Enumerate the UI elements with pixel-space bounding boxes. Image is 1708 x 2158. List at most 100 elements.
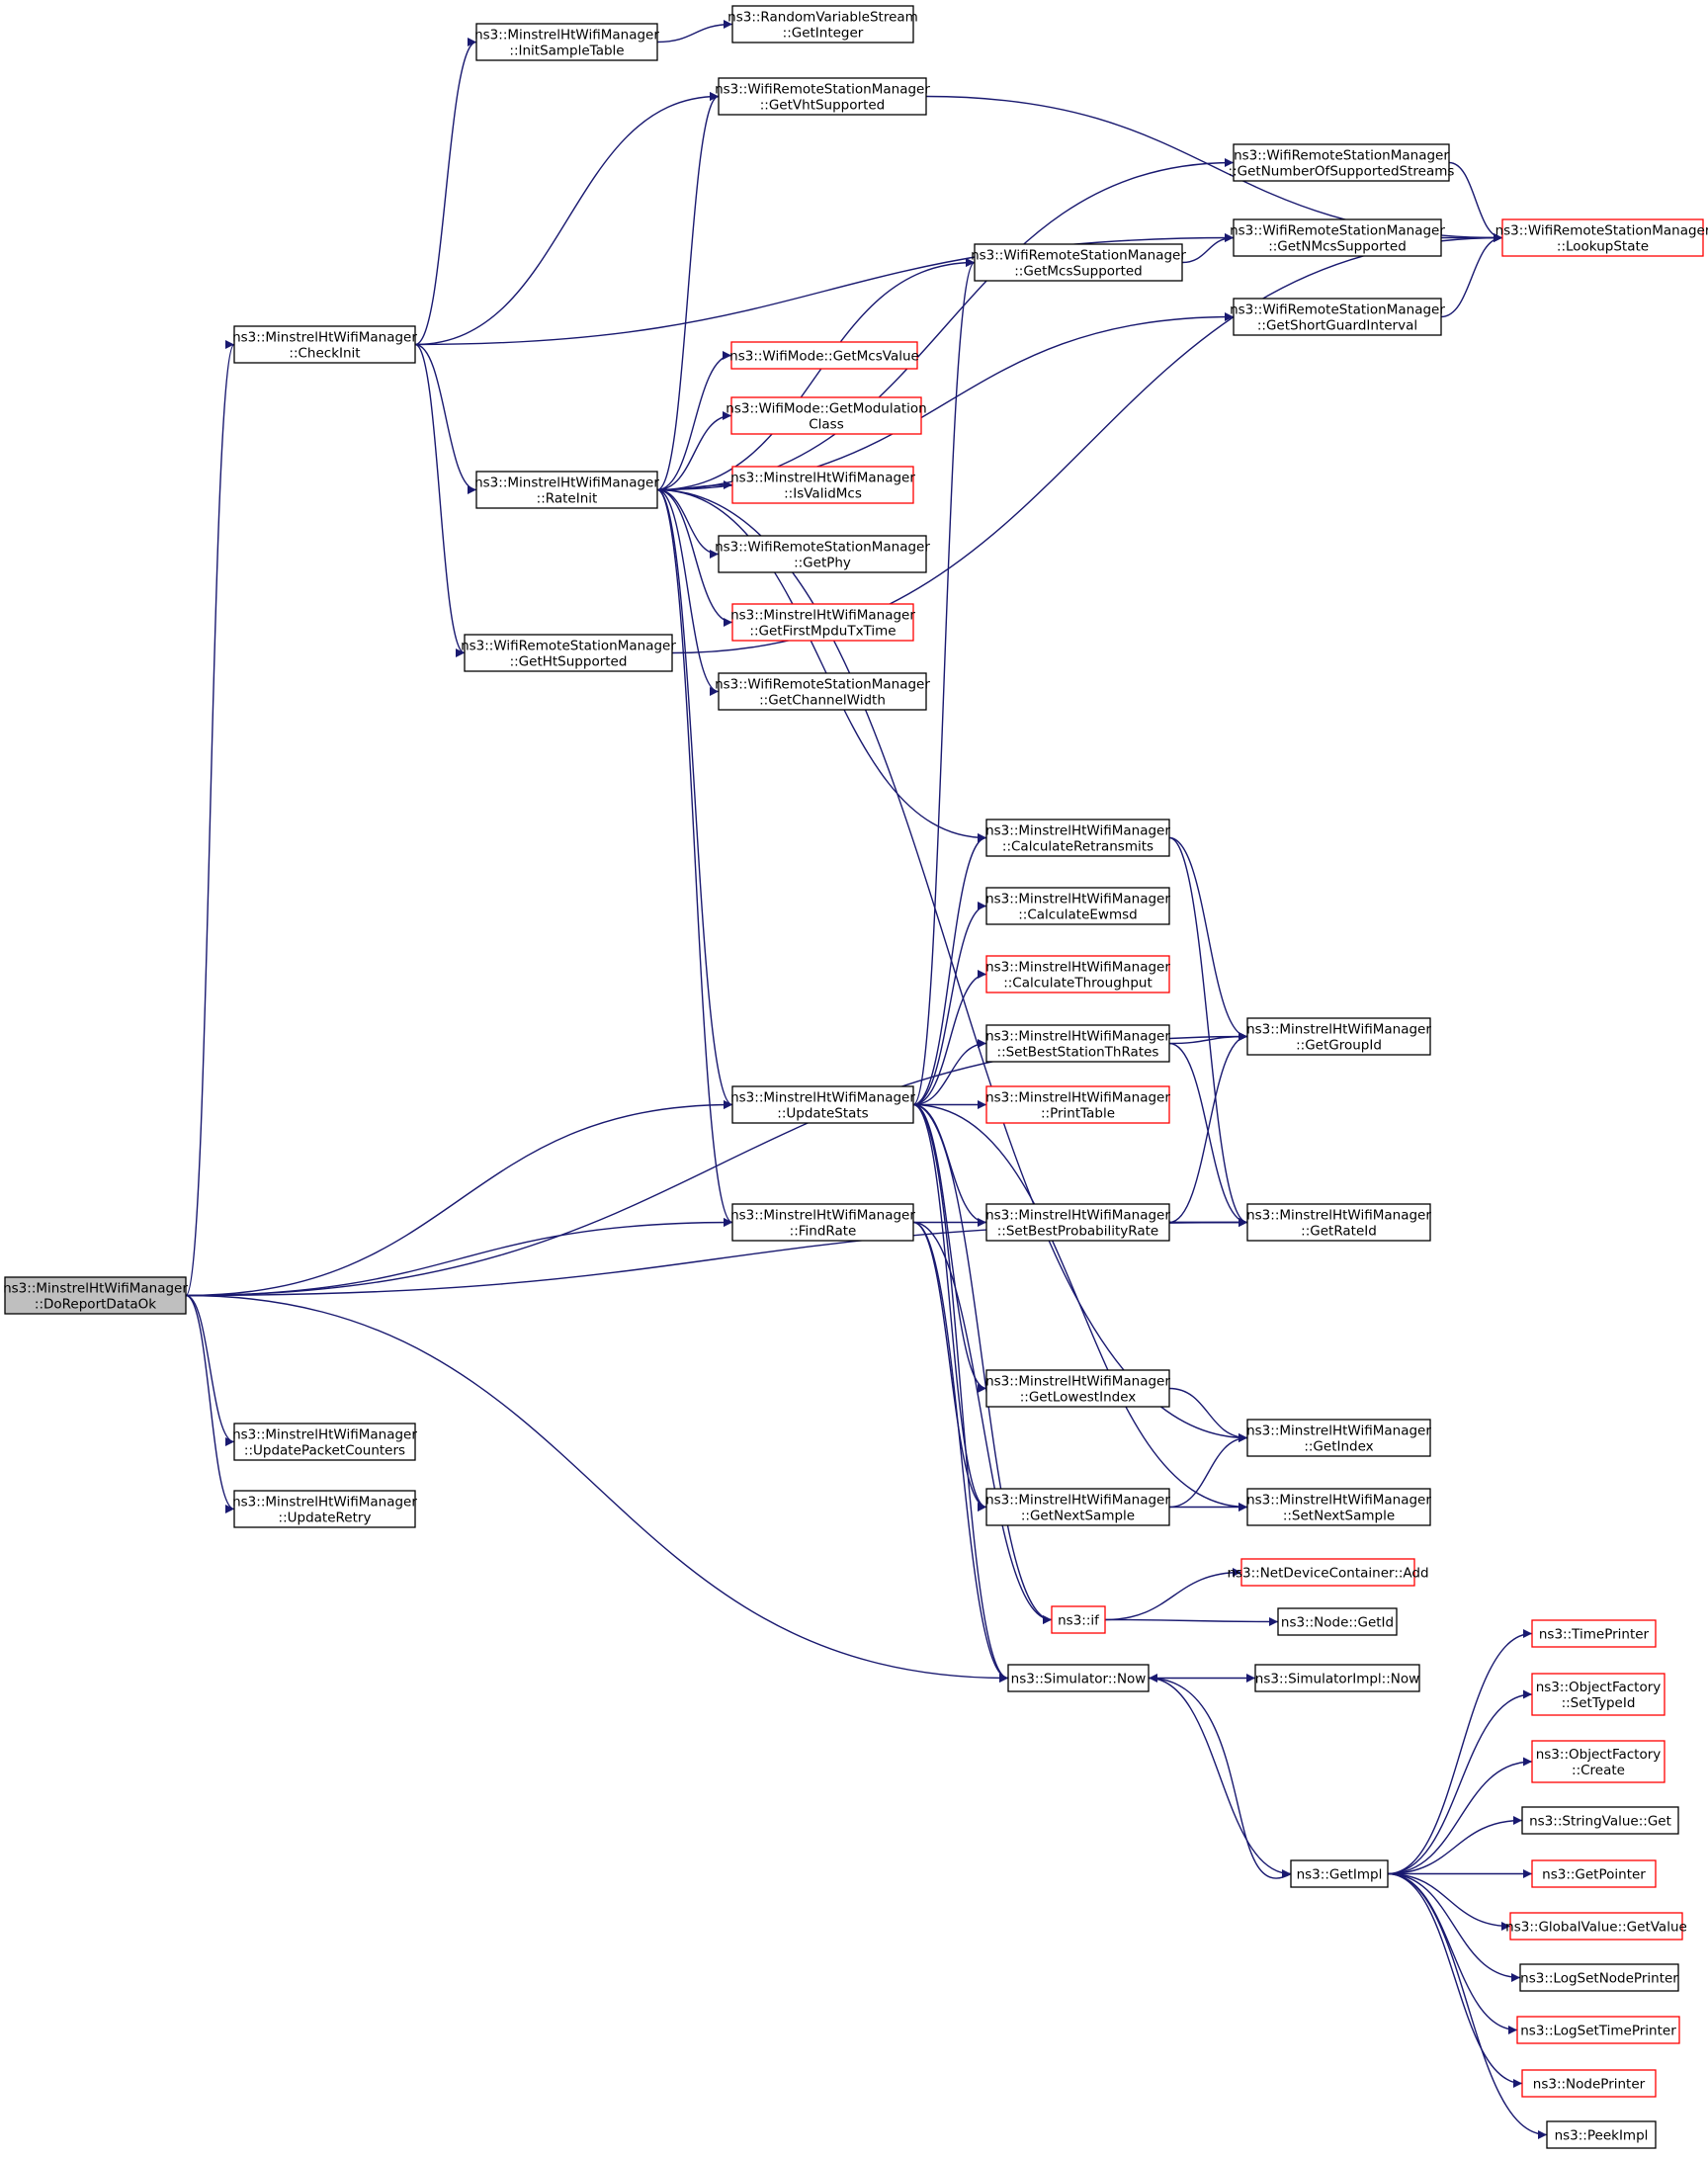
node-peek-impl[interactable]: ns3::PeekImpl (1546, 2120, 1657, 2149)
node-box (718, 672, 927, 711)
node-box (730, 396, 922, 435)
node-box (731, 466, 914, 504)
node-global-value-get-value[interactable]: ns3::GlobalValue::GetValue (1505, 1912, 1687, 1941)
node-find-rate[interactable]: ns3::MinstrelHtWifiManager::FindRate (730, 1203, 915, 1242)
node-get-rate-id[interactable]: ns3::MinstrelHtWifiManager::GetRateId (1246, 1203, 1431, 1242)
node-lookup-state[interactable]: ns3::WifiRemoteStationManager::LookupSta… (1495, 218, 1708, 257)
node-label: ns3::WifiMode::GetMcsValue (729, 349, 919, 365)
node-get-mcs-value[interactable]: ns3::WifiMode::GetMcsValue (729, 341, 919, 370)
node-get-impl[interactable]: ns3::GetImpl (1290, 1859, 1389, 1888)
node-calculate-retransmits[interactable]: ns3::MinstrelHtWifiManager::CalculateRet… (985, 819, 1170, 857)
node-time-printer[interactable]: ns3::TimePrinter (1531, 1619, 1657, 1648)
node-box (1531, 1740, 1665, 1783)
node-ndcadd[interactable]: ns3::NetDeviceContainer::Add (1227, 1558, 1429, 1587)
node-label: ns3::MinstrelHtWifiManager (474, 475, 659, 491)
node-set-type-id[interactable]: ns3::ObjectFactory::SetTypeId (1531, 1673, 1665, 1716)
node-box (475, 471, 658, 509)
node-calculate-ewmsd[interactable]: ns3::MinstrelHtWifiManager::CalculateEwm… (985, 887, 1170, 925)
node-box (985, 955, 1170, 993)
edge-set-best-station-th-rates-to-get-rate-id (1168, 1042, 1248, 1227)
node-box (731, 5, 914, 43)
node-label: ::SetTypeId (1562, 1695, 1636, 1711)
edge-get-impl-to-time-printer (1387, 1629, 1533, 1875)
node-update-packet-counters[interactable]: ns3::MinstrelHtWifiManager::UpdatePacket… (232, 1423, 417, 1461)
node-check-init[interactable]: ns3::MinstrelHtWifiManager::CheckInit (232, 325, 417, 364)
edge-find-rate-to-if (912, 1221, 1053, 1624)
node-set-next-sample[interactable]: ns3::MinstrelHtWifiManager::SetNextSampl… (1246, 1488, 1431, 1526)
edge-check-init-to-rate-init (414, 343, 477, 494)
node-box (1501, 218, 1704, 257)
node-print-table[interactable]: ns3::MinstrelHtWifiManager::PrintTable (985, 1085, 1170, 1124)
node-get-next-sample[interactable]: ns3::MinstrelHtWifiManager::GetNextSampl… (985, 1488, 1170, 1526)
node-get-short-guard-interval[interactable]: ns3::WifiRemoteStationManager::GetShortG… (1230, 298, 1445, 336)
node-do-report-data-ok[interactable]: ns3::MinstrelHtWifiManager::DoReportData… (3, 1276, 188, 1315)
node-rate-init[interactable]: ns3::MinstrelHtWifiManager::RateInit (474, 471, 659, 509)
edge-update-stats-to-calculate-ewmsd (912, 902, 987, 1106)
node-label: ::GetHtSupported (510, 654, 628, 670)
node-label: ::PrintTable (1041, 1106, 1115, 1122)
edge-do-report-data-ok-to-simulator-now (185, 1294, 1009, 1683)
edge-do-report-data-ok-to-update-retry (185, 1294, 235, 1513)
node-label: ns3::MinstrelHtWifiManager (985, 1029, 1170, 1045)
node-box (985, 1203, 1170, 1242)
node-label: ns3::MinstrelHtWifiManager (1246, 1493, 1431, 1509)
node-rvsget-integer[interactable]: ns3::RandomVariableStream::GetInteger (727, 5, 918, 43)
node-label: ns3::MinstrelHtWifiManager (730, 1208, 915, 1224)
edge-if-to-node-get-id (1104, 1616, 1279, 1626)
node-simulator-impl-now[interactable]: ns3::SimulatorImpl::Now (1254, 1664, 1420, 1692)
node-if[interactable]: ns3::if (1051, 1605, 1106, 1634)
node-get-group-id[interactable]: ns3::MinstrelHtWifiManager::GetGroupId (1246, 1017, 1431, 1056)
edge-update-stats-to-get-lowest-index (912, 1103, 987, 1393)
node-update-stats[interactable]: ns3::MinstrelHtWifiManager::UpdateStats (730, 1085, 915, 1124)
node-get-pointer[interactable]: ns3::GetPointer (1531, 1859, 1657, 1888)
node-label: ns3::WifiRemoteStationManager (715, 677, 930, 693)
node-set-best-station-th-rates[interactable]: ns3::MinstrelHtWifiManager::SetBestStati… (985, 1024, 1170, 1063)
node-label: ns3::MinstrelHtWifiManager (474, 28, 659, 43)
node-box (1546, 2120, 1657, 2149)
node-update-retry[interactable]: ns3::MinstrelHtWifiManager::UpdateRetry (232, 1490, 417, 1528)
node-label: ns3::MinstrelHtWifiManager (232, 330, 417, 346)
node-get-channel-width[interactable]: ns3::WifiRemoteStationManager::GetChanne… (715, 672, 930, 711)
node-label: ns3::TimePrinter (1539, 1627, 1650, 1643)
node-label: ns3::GetPointer (1542, 1867, 1646, 1883)
edge-rate-init-to-update-stats (656, 488, 733, 1109)
node-get-nmcs-supported[interactable]: ns3::WifiRemoteStationManager::GetNMcsSu… (1230, 218, 1445, 257)
node-label: ns3::ObjectFactory (1536, 1747, 1662, 1763)
node-box (1521, 2069, 1657, 2098)
node-label: ns3::GlobalValue::GetValue (1505, 1920, 1687, 1936)
node-get-first-mpdu-tx-time[interactable]: ns3::MinstrelHtWifiManager::GetFirstMpdu… (730, 603, 915, 642)
node-simulator-now[interactable]: ns3::Simulator::Now (1007, 1664, 1150, 1692)
node-label: ns3::MinstrelHtWifiManager (232, 1427, 417, 1443)
node-box (985, 887, 1170, 925)
node-ofcreate[interactable]: ns3::ObjectFactory::Create (1531, 1740, 1665, 1783)
edge-set-best-station-th-rates-to-get-group-id (1168, 1032, 1248, 1045)
node-init-sample-table[interactable]: ns3::MinstrelHtWifiManager::InitSampleTa… (474, 23, 659, 61)
node-label: ns3::MinstrelHtWifiManager (1246, 1022, 1431, 1038)
node-label: ::GetNMcsSupported (1268, 239, 1407, 255)
node-label: ns3::MinstrelHtWifiManager (730, 1090, 915, 1106)
edge-do-report-data-ok-to-check-init (185, 340, 235, 1297)
node-get-ht-supported[interactable]: ns3::WifiRemoteStationManager::GetHtSupp… (461, 634, 676, 672)
node-node-printer[interactable]: ns3::NodePrinter (1521, 2069, 1657, 2098)
edge-update-stats-to-set-best-probability-rate (912, 1103, 987, 1227)
node-get-lowest-index[interactable]: ns3::MinstrelHtWifiManager::GetLowestInd… (985, 1369, 1170, 1408)
edge-get-short-guard-interval-to-lookup-state (1440, 233, 1503, 318)
node-calculate-throughput[interactable]: ns3::MinstrelHtWifiManager::CalculateThr… (985, 955, 1170, 993)
node-set-best-probability-rate[interactable]: ns3::MinstrelHtWifiManager::SetBestProba… (985, 1203, 1170, 1242)
node-box (1246, 1488, 1431, 1526)
node-get-number-of-supported-streams[interactable]: ns3::WifiRemoteStationManager::GetNumber… (1229, 143, 1455, 182)
node-get-vht-supported[interactable]: ns3::WifiRemoteStationManager::GetVhtSup… (715, 77, 930, 116)
node-get-index[interactable]: ns3::MinstrelHtWifiManager::GetIndex (1246, 1419, 1431, 1457)
node-is-valid-mcs[interactable]: ns3::MinstrelHtWifiManager::IsValidMcs (730, 466, 915, 504)
node-log-set-node-printer[interactable]: ns3::LogSetNodePrinter (1519, 1963, 1679, 1992)
node-get-mcs-supported[interactable]: ns3::WifiRemoteStationManager::GetMcsSup… (971, 243, 1186, 282)
node-string-value-get[interactable]: ns3::StringValue::Get (1521, 1806, 1679, 1835)
node-label: ns3::SimulatorImpl::Now (1255, 1672, 1419, 1687)
node-label: ns3::ObjectFactory (1536, 1680, 1662, 1695)
node-label: ::GetRateId (1301, 1224, 1377, 1240)
node-box (1531, 1673, 1665, 1716)
node-get-phy[interactable]: ns3::WifiRemoteStationManager::GetPhy (715, 535, 930, 573)
node-log-set-time-printer[interactable]: ns3::LogSetTimePrinter (1516, 2016, 1680, 2044)
node-node-get-id[interactable]: ns3::Node::GetId (1277, 1607, 1398, 1636)
